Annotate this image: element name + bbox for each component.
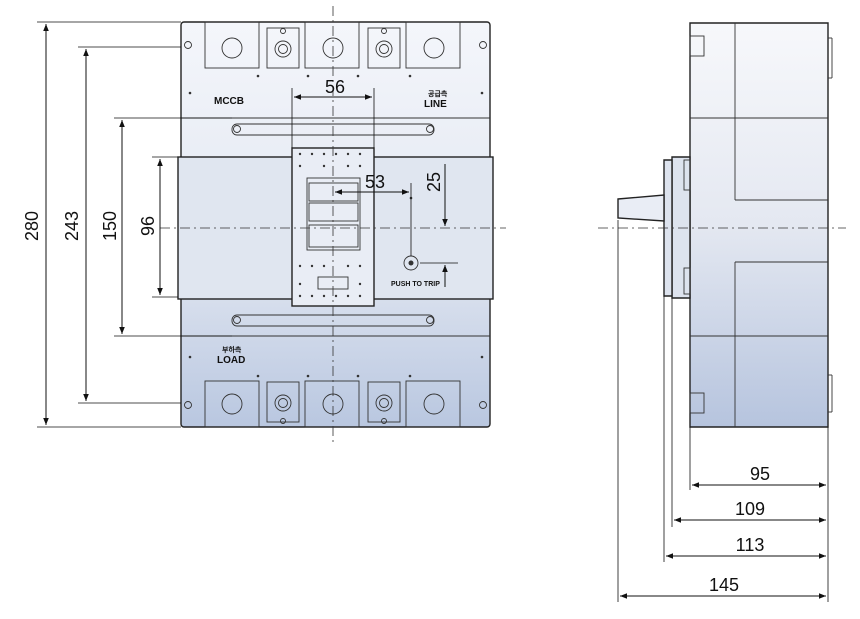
label-load-korean: 부하측: [222, 345, 242, 354]
dim-109: 109: [735, 499, 765, 519]
dim-113: 113: [736, 535, 765, 555]
dim-95: 95: [750, 464, 770, 484]
dim-96: 96: [138, 216, 158, 236]
label-line: LINE: [424, 99, 447, 110]
dim-243: 243: [62, 211, 82, 241]
top-terminals: [184, 21, 487, 69]
dim-53: 53: [365, 172, 385, 192]
front-dots: [188, 74, 484, 378]
dim-280: 280: [22, 211, 42, 241]
side-body: [689, 22, 829, 428]
dim-145: 145: [709, 575, 739, 595]
label-mccb: MCCB: [214, 96, 244, 107]
side-view: [598, 22, 846, 428]
front-dimensions: 280 243 150 96 56 53 25: [22, 21, 458, 428]
side-handle: [617, 194, 665, 222]
label-push-to-trip: PUSH TO TRIP: [391, 281, 440, 288]
label-line-korean: 공급측: [428, 89, 448, 98]
side-dimensions: 95 109 113 145: [617, 220, 829, 602]
dim-56: 56: [325, 77, 345, 97]
label-load: LOAD: [217, 355, 245, 366]
dim-25: 25: [424, 172, 444, 192]
bottom-terminals: [184, 380, 487, 428]
dim-150: 150: [100, 211, 120, 241]
front-view: MCCB 공급측 LINE 부하측 LOAD PUSH TO TRIP: [160, 6, 506, 443]
